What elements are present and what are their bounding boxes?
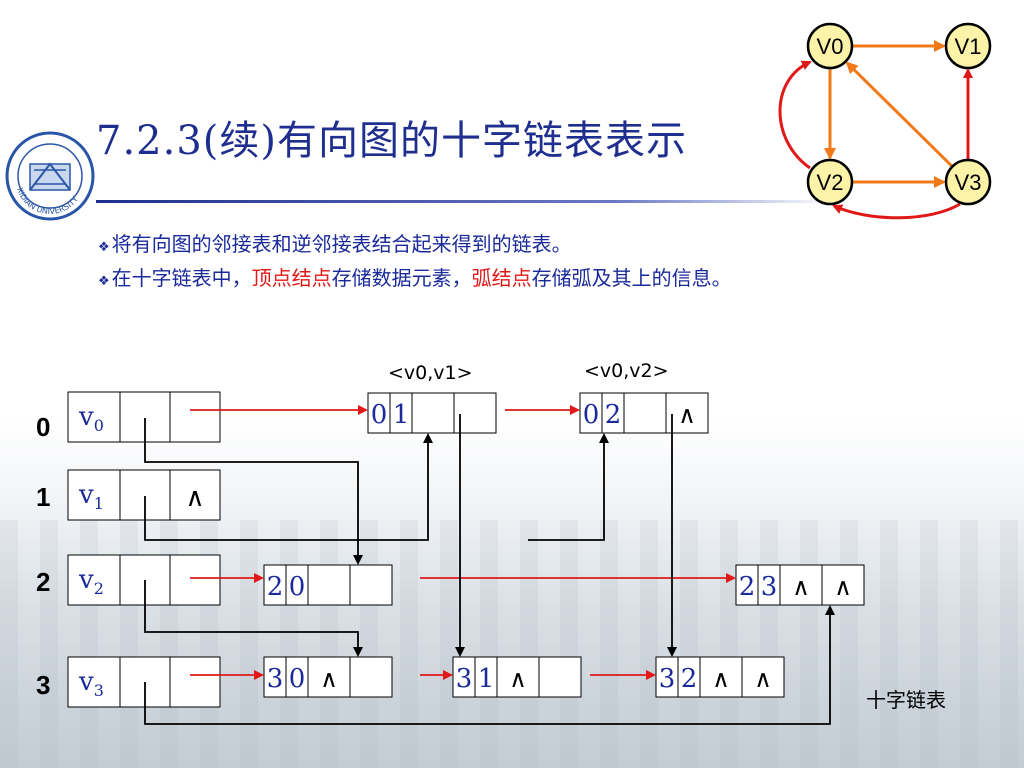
arc-node-0-head: 1 — [393, 400, 410, 430]
vertex-node-1-cell-0 — [67, 469, 121, 521]
arc-node-0-tail: 0 — [371, 400, 388, 430]
arc-node-1-tail: 0 — [583, 400, 600, 430]
vertex-null-1: ∧ — [185, 483, 204, 513]
index-1: 1 — [36, 482, 51, 512]
vertex-letter-1: v — [78, 480, 94, 510]
vertex-subscript-3: 3 — [94, 681, 104, 700]
diamond-bullet-icon: ❖ — [98, 240, 110, 255]
arc-node-0-cell-2 — [411, 392, 455, 434]
arc-node-2-head: 0 — [289, 572, 306, 602]
arc-node-3-cell-2 — [779, 564, 823, 606]
footer-caption: 十字链表 — [866, 688, 946, 712]
title-underline — [96, 200, 836, 203]
diamond-bullet-icon: ❖ — [98, 274, 110, 289]
arc-node-5-tail: 3 — [456, 664, 473, 694]
arc-caption-v0-v2: <v0,v2> — [584, 360, 669, 382]
graph-vertex-1 — [944, 22, 992, 70]
index-0: 0 — [36, 412, 51, 442]
vertex-node-label-3: v3 — [78, 667, 104, 700]
vertex-subscript-2: 2 — [94, 579, 104, 598]
vertex-subscript-0: 0 — [94, 416, 104, 435]
arc-node-1-tlink-null: ∧ — [678, 401, 696, 429]
bullet-2: ❖在十字链表中，顶点结点存储数据元素，弧结点存储弧及其上的信息。 — [98, 262, 732, 291]
vertex-letter-2: v — [78, 565, 94, 595]
bullet-2-part-3: 弧结点 — [471, 266, 532, 290]
arc-node-1-cell-3 — [665, 392, 709, 434]
bullet-2-part-0: 在十字链表中， — [111, 266, 252, 290]
arc-node-2-cell-3 — [349, 564, 393, 606]
university-logo: XIDIAN UNIVERSITY — [5, 131, 95, 221]
graph-vertex-0 — [806, 22, 854, 70]
bullet-2-part-2: 存储数据元素， — [331, 266, 472, 290]
arc-node-4-hlink-null: ∧ — [320, 665, 338, 693]
graph-arc-V3-V2-curve — [832, 202, 961, 220]
bullet-1-part-0: 将有向图的邻接表和逆邻接表结合起来得到的链表。 — [111, 232, 572, 256]
arc-node-5-cell-2 — [496, 656, 540, 698]
arc-node-6-head: 2 — [681, 664, 698, 694]
arc-node-6-tail: 3 — [659, 664, 676, 694]
vertex-letter-0: v — [78, 402, 94, 432]
graph-vertex-2 — [806, 158, 854, 206]
vertex-node-2-cell-0 — [67, 554, 121, 606]
graph-vertex-label-0: V0 — [817, 34, 844, 59]
arc-node-2-tail: 2 — [267, 572, 284, 602]
bullet-2-part-1: 顶点结点 — [251, 266, 332, 290]
index-2: 2 — [36, 567, 51, 597]
arc-node-1-cell-2 — [623, 392, 667, 434]
arc-node-5-head: 1 — [478, 664, 495, 694]
arc-node-6-tlink-null: ∧ — [754, 665, 772, 693]
head-link-arrow-1 — [144, 433, 433, 541]
arc-node-4-tail: 3 — [267, 664, 284, 694]
vertex-node-3-cell-0 — [67, 656, 121, 708]
graph-arc-V3-V0 — [845, 61, 954, 168]
arc-node-6-cell-2 — [699, 656, 743, 698]
head-link-arrow-2 — [144, 580, 363, 657]
vertex-node-2-cell-2 — [169, 554, 221, 606]
arc-node-1-head: 2 — [605, 400, 622, 430]
vertex-letter-3: v — [78, 667, 94, 697]
bullet-2-part-4: 存储弧及其上的信息。 — [531, 266, 732, 290]
graph-vertex-label-2: V2 — [817, 170, 844, 195]
arc-node-4-cell-2 — [307, 656, 351, 698]
graph-vertex-label-1: V1 — [955, 34, 982, 59]
head-link-arrow-3 — [144, 605, 835, 725]
bullet-1: ❖将有向图的邻接表和逆邻接表结合起来得到的链表。 — [98, 228, 572, 257]
arc-node-3-tlink-null: ∧ — [834, 573, 852, 601]
arc-node-4-head: 0 — [289, 664, 306, 694]
vertex-node-label-2: v2 — [78, 565, 104, 598]
arc-node-3-tail: 2 — [739, 572, 756, 602]
slide-title: 7.2.3(续)有向图的十字链表表示 — [96, 118, 687, 164]
graph-vertex-label-3: V3 — [955, 170, 982, 195]
vertex-node-3-cell-2 — [169, 656, 221, 708]
vertex-node-label-0: v0 — [78, 402, 104, 435]
graph-vertex-3 — [944, 158, 992, 206]
arc-node-6-cell-3 — [741, 656, 785, 698]
head-link-arrow-8 — [528, 433, 609, 541]
head-link-arrow-0 — [144, 418, 363, 565]
arc-caption-v0-v1: <v0,v1> — [388, 362, 473, 384]
arc-node-3-cell-3 — [821, 564, 865, 606]
arc-node-3-hlink-null: ∧ — [792, 573, 810, 601]
vertex-subscript-1: 1 — [94, 494, 104, 513]
vertex-node-1-cell-2 — [169, 469, 221, 521]
arc-node-3-head: 3 — [761, 572, 778, 602]
arc-node-6-hlink-null: ∧ — [712, 665, 730, 693]
vertex-node-0-cell-0 — [67, 391, 121, 443]
graph-arc-V2-V0-curve — [778, 60, 812, 170]
arc-node-5-cell-3 — [538, 656, 582, 698]
arc-node-0-cell-3 — [453, 392, 497, 434]
vertex-node-label-1: v1 — [78, 480, 104, 513]
arc-node-5-hlink-null: ∧ — [509, 665, 527, 693]
arc-node-2-cell-2 — [307, 564, 351, 606]
vertex-node-0-cell-2 — [169, 391, 221, 443]
arc-node-4-cell-3 — [349, 656, 393, 698]
index-3: 3 — [36, 670, 51, 700]
